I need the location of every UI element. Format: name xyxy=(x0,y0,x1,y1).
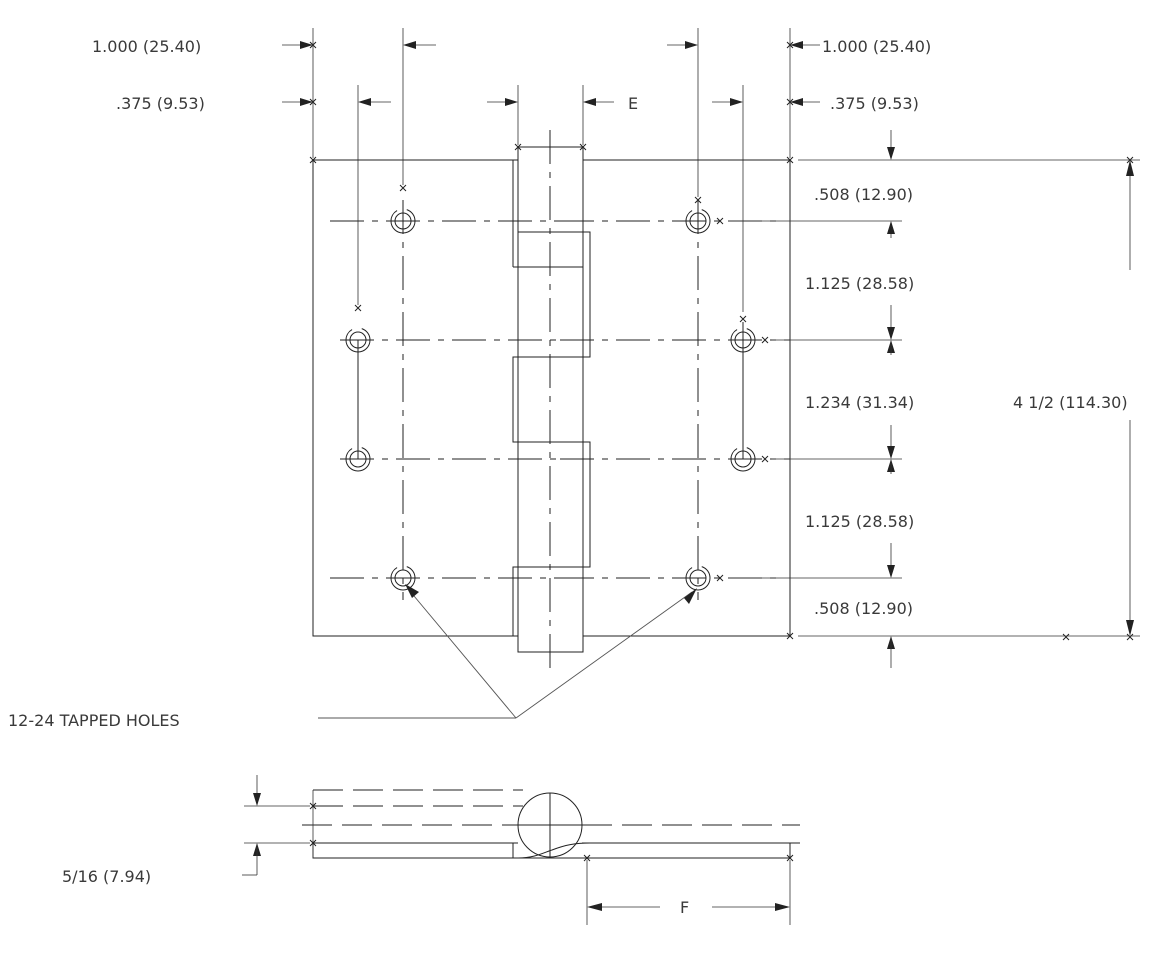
dim-overall-height-label: 4 1/2 (114.30) xyxy=(1013,393,1128,412)
hole-bottom-right xyxy=(685,565,711,591)
top-extension-lines xyxy=(312,28,791,312)
tapped-holes xyxy=(345,208,756,591)
dim-left-inner-label: .375 (9.53) xyxy=(116,94,205,113)
right-extension-lines xyxy=(728,159,1140,637)
hole-mid-lower-left xyxy=(345,446,371,472)
hole-centerlines xyxy=(330,200,790,600)
dim-spacing-2-label: 1.234 (31.34) xyxy=(805,393,914,412)
dim-right-inner-label: .375 (9.53) xyxy=(830,94,919,113)
dim-spacing-1-label: 1.125 (28.58) xyxy=(805,274,914,293)
hinge-top-view xyxy=(312,130,791,670)
side-thickness-label: 5/16 (7.94) xyxy=(62,867,151,886)
hole-bottom-left xyxy=(390,565,416,591)
dim-e-label: E xyxy=(628,94,638,113)
hole-mid-lower-right xyxy=(730,446,756,472)
hole-mid-upper-left xyxy=(345,327,371,353)
dim-left-outer-label: 1.000 (25.40) xyxy=(92,37,201,56)
right-dimension-arrows xyxy=(887,130,1134,668)
dim-right-outer-label: 1.000 (25.40) xyxy=(822,37,931,56)
hole-mid-upper-right xyxy=(730,327,756,353)
dim-f-label: F xyxy=(680,898,689,917)
tapped-holes-leader xyxy=(318,584,697,719)
dim-bottom-edge-label: .508 (12.90) xyxy=(814,599,913,618)
hinge-side-view xyxy=(302,789,800,859)
dim-top-edge-label: .508 (12.90) xyxy=(814,185,913,204)
hole-top-right xyxy=(685,208,711,234)
dim-spacing-3-label: 1.125 (28.58) xyxy=(805,512,914,531)
hole-top-left xyxy=(390,208,416,234)
side-view-dimensions xyxy=(242,775,794,925)
tapped-holes-callout: 12-24 TAPPED HOLES xyxy=(8,711,180,730)
point-markers xyxy=(309,41,1134,641)
top-dimension-arrows xyxy=(282,41,820,106)
